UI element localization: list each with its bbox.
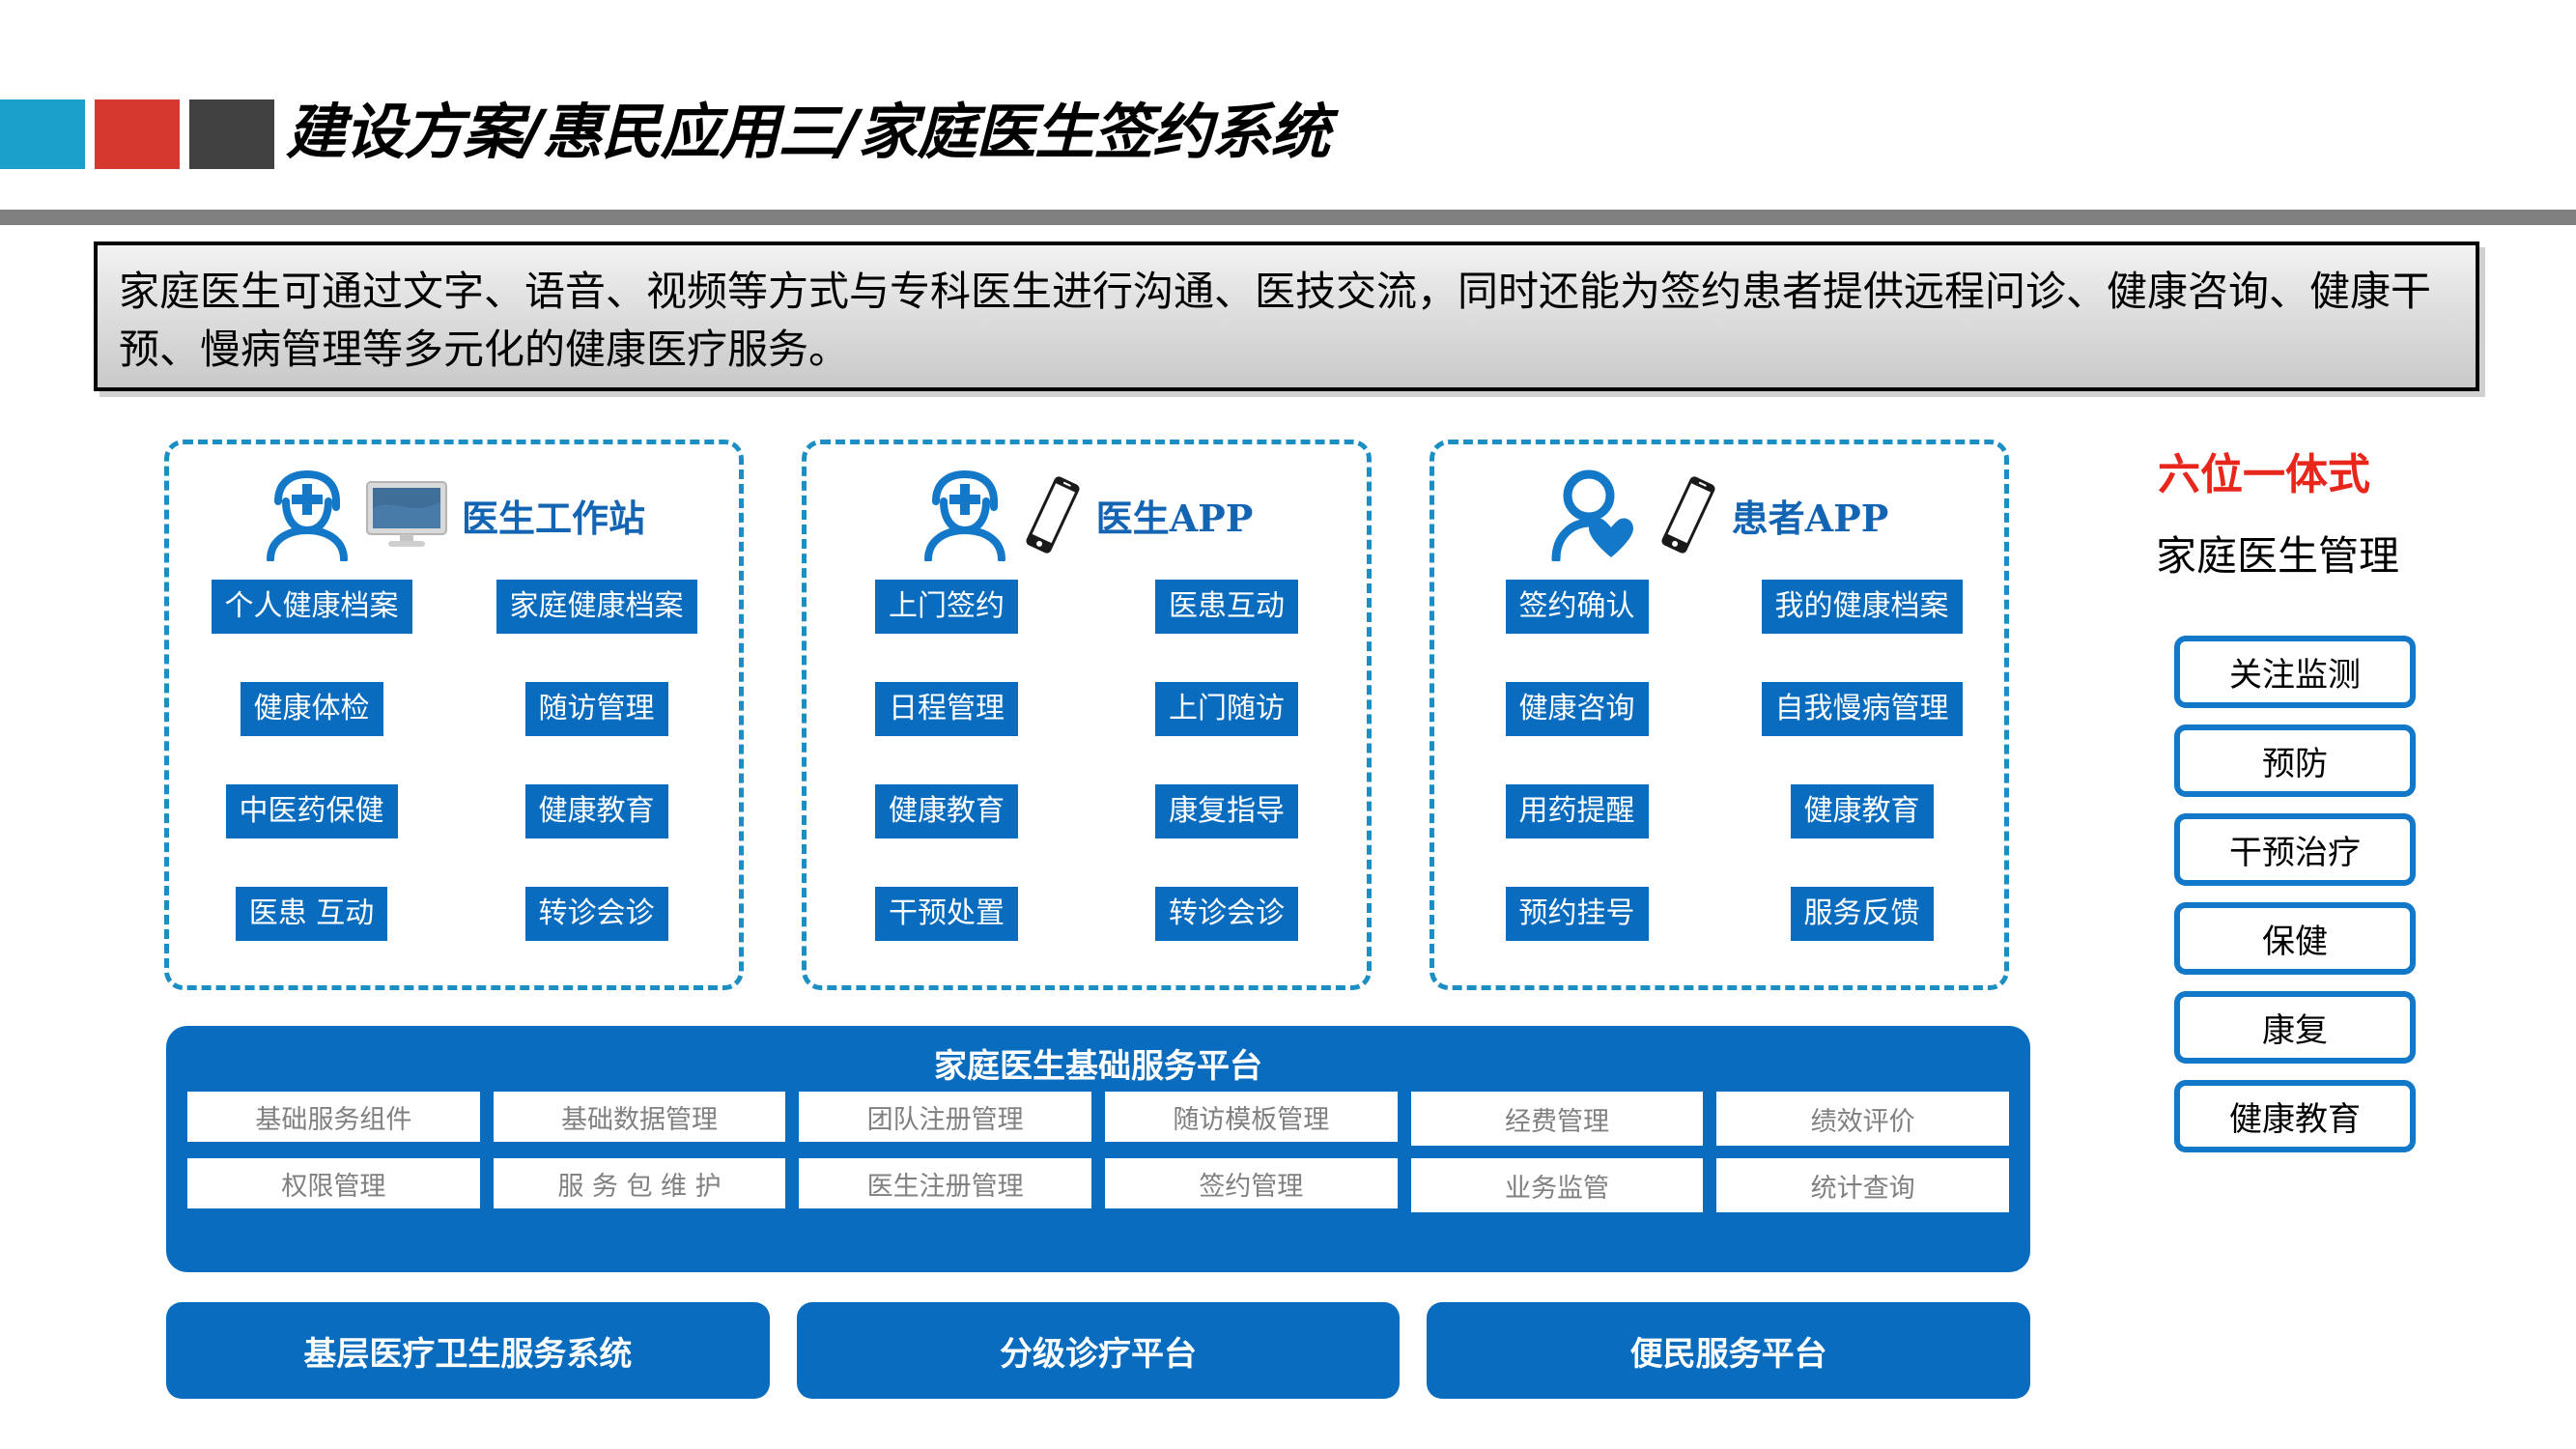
swatch-gap-2 xyxy=(180,99,189,169)
tile[interactable]: 签约确认 xyxy=(1505,580,1649,634)
doctor-icon xyxy=(263,469,352,561)
sidebar-item-monitoring[interactable]: 关注监测 xyxy=(2174,636,2416,708)
platform-cell[interactable]: 经费管理 xyxy=(1410,1092,1704,1146)
panel-title: 患者APP xyxy=(1731,496,1889,540)
tile[interactable]: 家庭健康档案 xyxy=(495,580,697,634)
tile-column-right: 医患互动 上门随访 康复指导 转诊会诊 xyxy=(1092,580,1361,941)
sidebar-item-healthcare[interactable]: 保健 xyxy=(2174,902,2416,975)
tile[interactable]: 健康体检 xyxy=(240,682,383,736)
patient-heart-icon xyxy=(1550,469,1645,561)
platform-cell[interactable]: 业务监管 xyxy=(1410,1158,1704,1212)
description-box: 家庭医生可通过文字、语音、视频等方式与专科医生进行沟通、医技交流，同时还能为签约… xyxy=(94,242,2479,391)
platform-title: 家庭医生基础服务平台 xyxy=(934,1047,1262,1086)
swatch-dark xyxy=(189,99,274,169)
panel-tile-grid: 签约确认 健康咨询 用药提醒 预约挂号 我的健康档案 自我慢病管理 健康教育 服… xyxy=(1434,580,2004,941)
platform-cell[interactable]: 基础数据管理 xyxy=(493,1092,786,1142)
platform-cell[interactable]: 随访模板管理 xyxy=(1104,1092,1398,1142)
monitor-icon xyxy=(365,480,448,550)
tile[interactable]: 健康教育 xyxy=(874,784,1018,838)
panel-header: 患者APP xyxy=(1434,462,2004,568)
header-color-swatches xyxy=(0,99,274,169)
tile[interactable]: 用药提醒 xyxy=(1505,784,1649,838)
platform-cell[interactable]: 基础服务组件 xyxy=(187,1092,480,1142)
tile[interactable]: 转诊会诊 xyxy=(1154,887,1298,941)
platform-grid: 基础服务组件 基础数据管理 团队注册管理 随访模板管理 经费管理 绩效评价 权限… xyxy=(187,1092,2009,1212)
tile[interactable]: 上门随访 xyxy=(1154,682,1298,736)
platform-cell[interactable]: 统计查询 xyxy=(1716,1158,2009,1212)
panel-tile-grid: 个人健康档案 健康体检 中医药保健 医患 互动 家庭健康档案 随访管理 健康教育… xyxy=(169,580,739,941)
panel-doctor-workstation: 医生工作站 个人健康档案 健康体检 中医药保健 医患 互动 家庭健康档案 随访管… xyxy=(164,440,744,990)
sidebar-item-education[interactable]: 健康教育 xyxy=(2174,1080,2416,1152)
tile-column-left: 个人健康档案 健康体检 中医药保健 医患 互动 xyxy=(175,580,448,941)
bottom-bar-public-service[interactable]: 便民服务平台 xyxy=(1427,1302,2031,1399)
tile[interactable]: 日程管理 xyxy=(874,682,1018,736)
tile-column-right: 我的健康档案 自我慢病管理 健康教育 服务反馈 xyxy=(1725,580,1998,941)
swatch-cyan xyxy=(0,99,85,169)
sidebar-item-treatment[interactable]: 干预治疗 xyxy=(2174,813,2416,886)
swatch-gap-1 xyxy=(85,99,95,169)
tile[interactable]: 转诊会诊 xyxy=(524,887,668,941)
panel-title: 医生工作站 xyxy=(461,496,645,540)
tile[interactable]: 随访管理 xyxy=(524,682,668,736)
tile[interactable]: 上门签约 xyxy=(874,580,1018,634)
tile[interactable]: 医患互动 xyxy=(1154,580,1298,634)
tile[interactable]: 中医药保健 xyxy=(225,784,398,838)
platform-cell[interactable]: 签约管理 xyxy=(1104,1158,1398,1208)
tile[interactable]: 个人健康档案 xyxy=(211,580,412,634)
panel-title: 医生APP xyxy=(1095,496,1254,540)
bottom-bar-tiered-care[interactable]: 分级诊疗平台 xyxy=(796,1302,1401,1399)
platform-cell[interactable]: 团队注册管理 xyxy=(799,1092,1091,1142)
header-divider xyxy=(0,210,2576,225)
phone-icon xyxy=(1658,473,1718,556)
sidebar-item-rehab[interactable]: 康复 xyxy=(2174,991,2416,1064)
tile[interactable]: 自我慢病管理 xyxy=(1761,682,1963,736)
sidebar-item-prevention[interactable]: 预防 xyxy=(2174,724,2416,797)
bottom-bar-primary-care[interactable]: 基层医疗卫生服务系统 xyxy=(166,1302,770,1399)
panel-header: 医生工作站 xyxy=(169,462,739,568)
panel-doctor-app: 医生APP 上门签约 日程管理 健康教育 干预处置 医患互动 上门随访 康复指导… xyxy=(802,440,1372,990)
swatch-red xyxy=(95,99,180,169)
phone-icon xyxy=(1023,473,1083,556)
description-text: 家庭医生可通过文字、语音、视频等方式与专科医生进行沟通、医技交流，同时还能为签约… xyxy=(119,268,2432,373)
tile[interactable]: 健康教育 xyxy=(524,784,668,838)
sidebar-title-sub: 家庭医生管理 xyxy=(2156,532,2400,580)
sidebar-title-red: 六位一体式 xyxy=(2158,450,2370,499)
tile[interactable]: 健康咨询 xyxy=(1505,682,1649,736)
sidebar-list: 关注监测 预防 干预治疗 保健 康复 健康教育 xyxy=(2174,636,2416,1152)
tile-column-left: 上门签约 日程管理 健康教育 干预处置 xyxy=(812,580,1081,941)
tile[interactable]: 健康教育 xyxy=(1790,784,1934,838)
tile[interactable]: 干预处置 xyxy=(874,887,1018,941)
panel-patient-app: 患者APP 签约确认 健康咨询 用药提醒 预约挂号 我的健康档案 自我慢病管理 … xyxy=(1430,440,2009,990)
tile[interactable]: 服务反馈 xyxy=(1790,887,1934,941)
tile-column-left: 签约确认 健康咨询 用药提醒 预约挂号 xyxy=(1440,580,1713,941)
platform-cell[interactable]: 医生注册管理 xyxy=(799,1158,1091,1208)
platform-cell[interactable]: 绩效评价 xyxy=(1716,1092,2009,1146)
panel-tile-grid: 上门签约 日程管理 健康教育 干预处置 医患互动 上门随访 康复指导 转诊会诊 xyxy=(807,580,1367,941)
doctor-icon xyxy=(920,469,1009,561)
tile[interactable]: 我的健康档案 xyxy=(1761,580,1963,634)
tile[interactable]: 预约挂号 xyxy=(1505,887,1649,941)
tile-column-right: 家庭健康档案 随访管理 健康教育 转诊会诊 xyxy=(460,580,733,941)
panel-header: 医生APP xyxy=(807,462,1367,568)
tile[interactable]: 康复指导 xyxy=(1154,784,1298,838)
tile[interactable]: 医患 互动 xyxy=(235,887,388,941)
platform-cell[interactable]: 权限管理 xyxy=(187,1158,480,1208)
platform-cell[interactable]: 服 务 包 维 护 xyxy=(493,1158,786,1208)
platform-block: 家庭医生基础服务平台 基础服务组件 基础数据管理 团队注册管理 随访模板管理 经… xyxy=(166,1026,2030,1272)
page-title: 建设方案/惠民应用三/家庭医生签约系统 xyxy=(286,97,1330,167)
bottom-bar-row: 基层医疗卫生服务系统 分级诊疗平台 便民服务平台 xyxy=(166,1302,2031,1399)
